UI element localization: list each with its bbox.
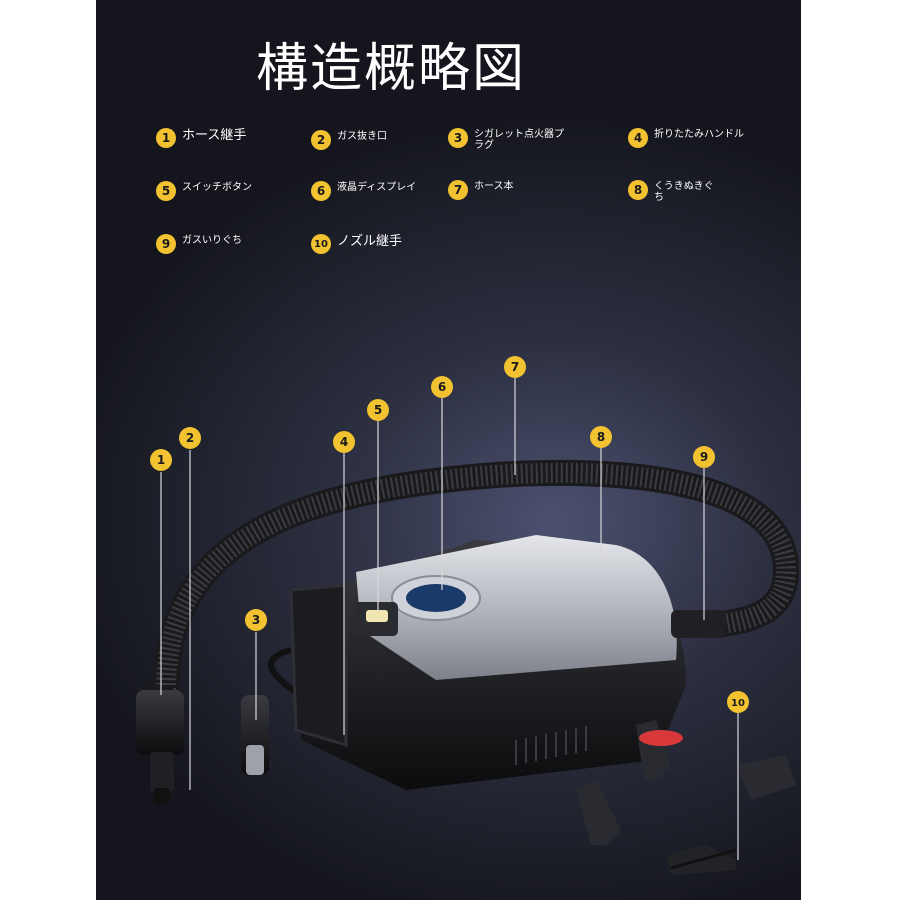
- number-badge: 7: [448, 180, 468, 200]
- callout-5: 5: [367, 399, 389, 421]
- legend-label: ノズル継手: [337, 234, 403, 249]
- legend-item-6: 6 液晶ディスプレイ: [311, 181, 416, 201]
- callout-3: 3: [245, 609, 267, 631]
- legend-item-2: 2 ガス抜き口: [311, 130, 387, 150]
- hose-coupler-image: [136, 690, 184, 804]
- number-badge: 9: [156, 234, 176, 254]
- svg-text:2: 2: [186, 431, 194, 445]
- svg-text:9: 9: [700, 450, 708, 464]
- callout-4: 4: [333, 431, 355, 453]
- legend-item-5: 5 スイッチボタン: [156, 181, 252, 201]
- callout-10: 10: [727, 691, 749, 713]
- number-badge: 8: [628, 180, 648, 200]
- nozzle-image: [576, 720, 796, 875]
- legend-label: ガスいりぐち: [182, 235, 242, 246]
- legend-label: ガス抜き口: [337, 131, 387, 142]
- number-badge: 4: [628, 128, 648, 148]
- legend-label: ホース本: [474, 181, 514, 192]
- number-badge: 6: [311, 181, 331, 201]
- number-badge: 3: [448, 128, 468, 148]
- number-badge: 10: [311, 234, 331, 254]
- callout-8: 8: [590, 426, 612, 448]
- svg-text:8: 8: [597, 430, 605, 444]
- svg-text:1: 1: [157, 453, 165, 467]
- legend-item-8: 8 くうきぬきぐち: [628, 180, 720, 203]
- svg-text:7: 7: [511, 360, 519, 374]
- legend-label: ホース継手: [182, 128, 247, 143]
- legend-label: スイッチボタン: [182, 182, 252, 193]
- page-title: 構造概略図: [256, 39, 527, 99]
- legend-label: 折りたたみハンドル: [654, 129, 744, 140]
- callout-1: 1: [150, 449, 172, 471]
- legend-label: シガレット点火器プラグ: [474, 129, 564, 151]
- legend-label: くうきぬきぐち: [654, 181, 714, 203]
- number-badge: 2: [311, 130, 331, 150]
- number-badge: 5: [156, 181, 176, 201]
- legend-item-1: 1 ホース継手: [156, 128, 246, 148]
- car-plug-image: [241, 647, 308, 775]
- legend-item-3: 3 シガレット点火器プラグ: [448, 128, 566, 151]
- legend-item-9: 9 ガスいりぐち: [156, 234, 242, 254]
- callout-9: 9: [693, 446, 715, 468]
- svg-text:6: 6: [438, 380, 446, 394]
- svg-text:3: 3: [252, 613, 260, 627]
- electric-air-pump-image: [289, 535, 726, 790]
- callout-7: 7: [504, 356, 526, 378]
- number-badge: 1: [156, 128, 176, 148]
- product-diagram-panel: 構造概略図 1 ホース継手 2 ガス抜き口 3 シガレット点火器プラグ 4 折り…: [96, 0, 801, 900]
- legend-item-7: 7 ホース本: [448, 180, 514, 200]
- legend-item-4: 4 折りたたみハンドル: [628, 128, 744, 148]
- callout-6: 6: [431, 376, 453, 398]
- svg-text:4: 4: [340, 435, 348, 449]
- svg-text:5: 5: [374, 403, 382, 417]
- pump-illustration: 1 2 3 4 5 6 7 8: [136, 356, 800, 875]
- callout-2: 2: [179, 427, 201, 449]
- svg-text:10: 10: [731, 698, 745, 709]
- legend-item-10: 10 ノズル継手: [311, 234, 402, 254]
- legend-label: 液晶ディスプレイ: [337, 182, 417, 193]
